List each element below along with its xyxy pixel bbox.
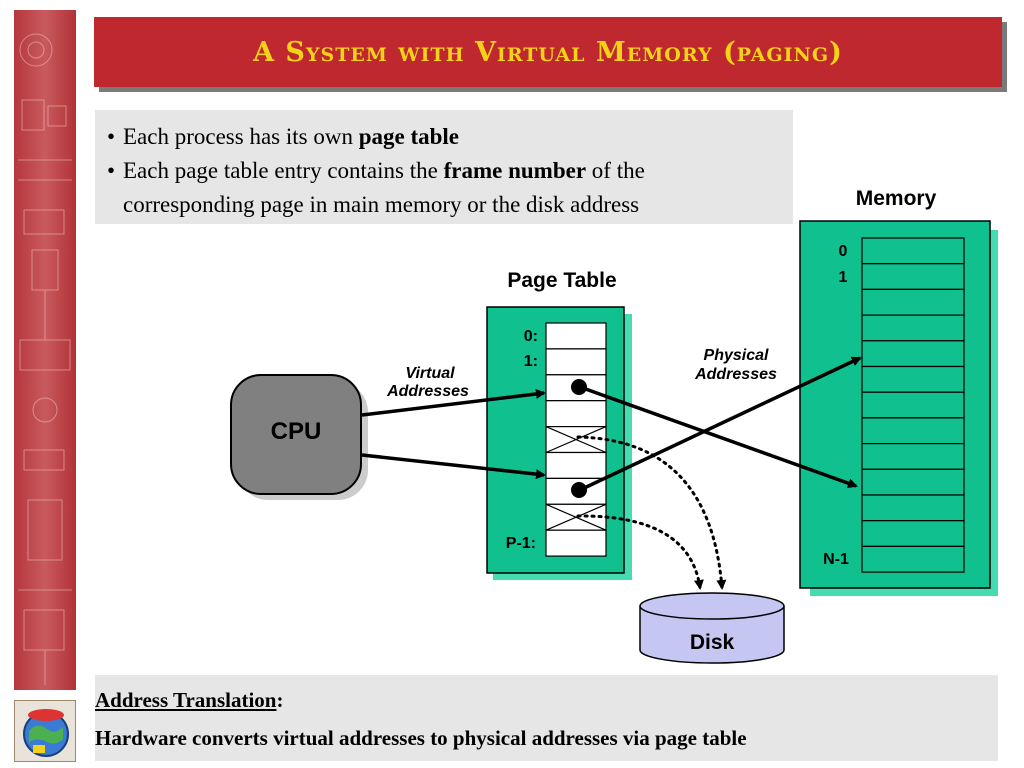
page-table-title: Page Table [507, 269, 616, 292]
page-table-entry [545, 322, 607, 350]
entry-pointer-dot [571, 379, 587, 395]
cpu-to-page-table-arrow [361, 388, 546, 417]
memory-row-label: 0 [839, 243, 848, 260]
memory-frame [861, 340, 965, 368]
bullet-item-continuation: corresponding page in main memory or the… [123, 192, 640, 217]
page-table-row-label: 1: [524, 353, 538, 370]
title-banner: A System with Virtual Memory (paging) [94, 17, 1002, 87]
memory-frame [861, 365, 965, 393]
memory-frame [861, 237, 965, 265]
memory-frame [861, 263, 965, 291]
disk-reference-curve [576, 514, 704, 590]
memory-index-bottom [812, 546, 860, 570]
physical-addresses-label: Addresses [694, 366, 777, 383]
page-table-row-label: P-1: [506, 535, 536, 552]
memory-title: Memory [856, 187, 937, 210]
disk-label: Disk [690, 631, 735, 654]
bullet-item: • Each process has its own page table [107, 120, 783, 154]
invalid-entry-cross-icon [545, 426, 607, 454]
bullet-list: • Each process has its own page table • … [95, 110, 793, 224]
page-table-entry [545, 348, 607, 376]
entry-pointer-dot [571, 482, 587, 498]
bullet-dot-icon: • [107, 124, 116, 149]
footer-body: Hardware converts virtual addresses to p… [95, 726, 747, 750]
cpu-to-page-table-arrow [361, 453, 546, 480]
memory-frame [861, 391, 965, 419]
decorative-side-strip [14, 10, 76, 690]
memory-frame [861, 468, 965, 496]
memory-frame [861, 520, 965, 548]
memory-frame [861, 288, 965, 316]
physical-addresses-label: Physical [704, 347, 769, 364]
cpu-label: CPU [271, 418, 322, 445]
memory-frame [861, 545, 965, 573]
memory-frames [861, 237, 965, 573]
cpu-block [230, 374, 362, 495]
page-table-row-label: 0: [524, 328, 538, 345]
slide-title: A System with Virtual Memory (paging) [253, 36, 843, 68]
disk-reference-curve [576, 435, 727, 590]
footer-title: Address Translation: [95, 688, 284, 712]
disk-top [639, 592, 785, 620]
memory-frame [861, 494, 965, 522]
bullet-item: • Each page table entry contains the fra… [107, 154, 783, 188]
page-table-entry [545, 529, 607, 557]
memory-row-label: N-1 [823, 551, 849, 568]
bullet-dot-icon: • [107, 158, 116, 183]
memory-frame [861, 417, 965, 445]
memory-frame [861, 443, 965, 470]
virtual-addresses-label: Virtual [405, 365, 455, 382]
memory-frame [861, 314, 965, 342]
invalid-entry-cross-icon [545, 503, 607, 531]
virtual-addresses-label: Addresses [386, 383, 469, 400]
memory-index-top [828, 237, 860, 291]
page-table-entry [545, 451, 607, 479]
page-table-to-memory-arrow [579, 385, 858, 489]
page-table-entry [545, 400, 607, 428]
address-translation-box: Address Translation: Hardware converts v… [95, 675, 998, 761]
page-table-to-memory-arrow [579, 356, 862, 492]
course-logo [14, 700, 76, 762]
disk-body [639, 606, 785, 664]
memory-row-label: 1 [839, 269, 848, 286]
page-table-entries [545, 322, 607, 557]
